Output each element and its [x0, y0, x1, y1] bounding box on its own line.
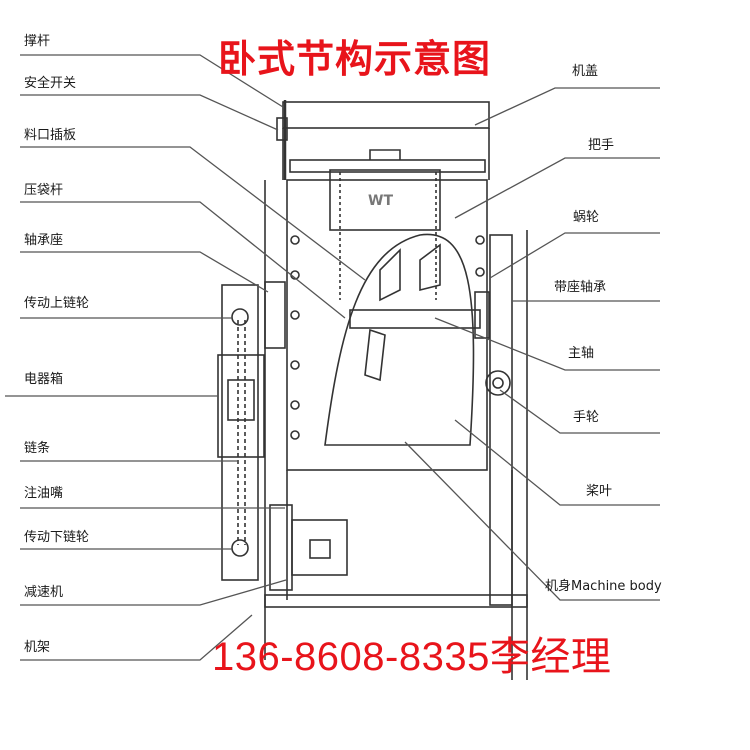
- label-electric-box: 电器箱: [24, 372, 64, 387]
- label-paddle: 桨叶: [586, 484, 613, 499]
- bearing-seat-left: [264, 281, 286, 349]
- label-frame: 机架: [24, 640, 51, 655]
- logo-mark: WT: [368, 193, 393, 209]
- lid-handle: [369, 149, 401, 160]
- bearing-seat-right: [474, 291, 490, 339]
- motor: [291, 519, 348, 576]
- leader-paddle: [454, 419, 660, 506]
- leader-bearing-seat: [20, 251, 269, 293]
- label-handwheel: 手轮: [573, 410, 600, 425]
- leader-reducer: [20, 579, 287, 606]
- lower-sprocket: [231, 539, 249, 557]
- label-safety-switch: 安全开关: [24, 76, 77, 91]
- leader-bag-press-rod: [20, 201, 346, 319]
- leader-lid: [474, 87, 660, 126]
- electric-box: [217, 354, 265, 458]
- main-shaft: [349, 309, 481, 329]
- machine-body-frame: [286, 179, 488, 471]
- leader-inlet-plate: [20, 146, 366, 281]
- label-strut: 撑杆: [24, 34, 51, 49]
- label-inlet-plate: 料口插板: [24, 128, 77, 143]
- leader-worm-gear: [489, 232, 660, 279]
- label-oil-nozzle: 注油嘴: [24, 486, 64, 501]
- label-bag-press-rod: 压袋杆: [24, 183, 64, 198]
- leader-frame: [20, 614, 253, 661]
- contact-phone: 136-8608-8335李经理: [212, 635, 612, 679]
- label-lid: 机盖: [572, 64, 599, 79]
- leader-main-shaft: [434, 317, 660, 371]
- label-worm-gear: 蜗轮: [573, 210, 600, 225]
- label-lower-sprocket: 传动下链轮: [24, 530, 90, 545]
- label-upper-sprocket: 传动上链轮: [24, 296, 90, 311]
- leader-machine-body: [404, 441, 660, 601]
- label-bearing-seat: 轴承座: [24, 233, 64, 248]
- leader-strut: [20, 54, 284, 108]
- handwheel: [485, 370, 511, 396]
- label-main-shaft: 主轴: [568, 346, 595, 361]
- label-chain: 链条: [24, 441, 51, 456]
- label-machine-body: 机身Machine body: [545, 579, 662, 594]
- right-frame-post: [489, 234, 513, 606]
- upper-sprocket: [231, 308, 249, 326]
- lid: [282, 101, 490, 129]
- leader-handwheel: [499, 389, 660, 434]
- label-reducer: 减速机: [24, 585, 64, 600]
- label-handle: 把手: [588, 138, 615, 153]
- leader-safety-switch: [20, 94, 279, 131]
- diagram-title: 卧式节构示意图: [218, 37, 492, 81]
- label-seated-bearing: 带座轴承: [554, 280, 607, 295]
- leader-handle: [454, 157, 660, 219]
- base-frame: [264, 594, 528, 608]
- reducer: [269, 504, 293, 591]
